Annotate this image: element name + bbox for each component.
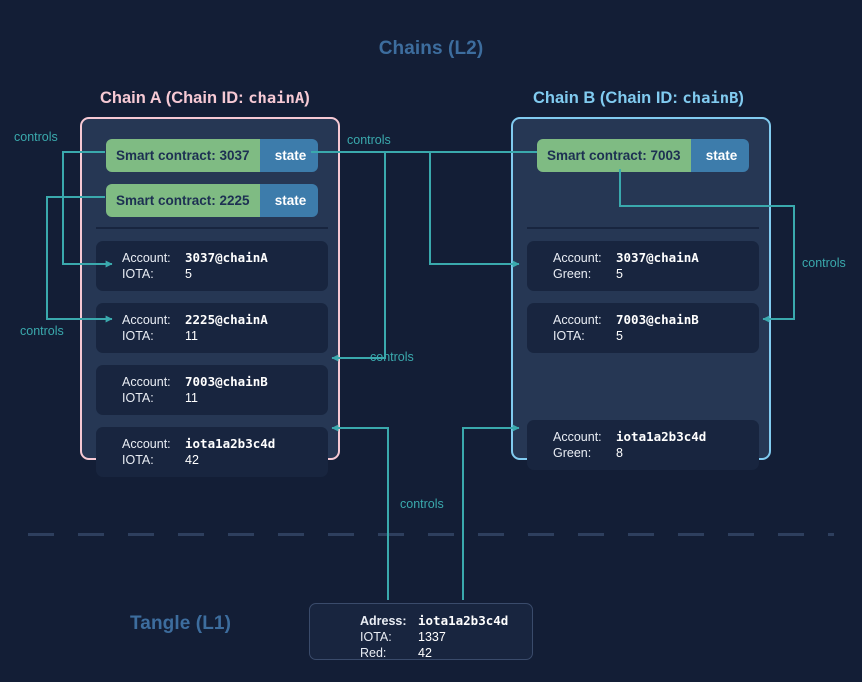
account-card: Account: iota1a2b3c4d IOTA: 42 — [96, 427, 328, 477]
account-row: IOTA: 11 — [122, 328, 328, 344]
controls-edge-label: controls — [802, 256, 846, 270]
contract-state-button[interactable]: state — [259, 139, 318, 172]
iota-key-label: IOTA: — [360, 630, 392, 644]
controls-edge-label: controls — [370, 350, 414, 364]
chain-a-contract-3037[interactable]: Smart contract: 3037 state — [106, 139, 318, 172]
account-card: Account: 3037@chainA Green: 5 — [527, 241, 759, 291]
balance-value: 42 — [185, 453, 199, 467]
chain-b-title-prefix: Chain B (Chain ID: — [533, 89, 683, 107]
iota-balance-row: IOTA: 1337 — [360, 629, 532, 645]
wire-l1-to-chaina-account — [331, 424, 389, 600]
layer-separator-dashed-line — [28, 533, 834, 536]
chain-a-title-prefix: Chain A (Chain ID: — [100, 89, 249, 107]
account-row: Account: iota1a2b3c4d — [553, 429, 759, 445]
account-row: Account: 3037@chainA — [553, 250, 759, 266]
account-key-label: Account: — [553, 430, 602, 444]
balance-key-label: IOTA: — [122, 329, 154, 343]
account-row: Green: 5 — [553, 266, 759, 282]
contract-state-button[interactable]: state — [690, 139, 749, 172]
account-card: Account: 3037@chainA IOTA: 5 — [96, 241, 328, 291]
account-id-value: 7003@chainB — [616, 312, 699, 327]
balance-key-label: IOTA: — [122, 453, 154, 467]
contract-name-label: Smart contract: 2225 — [106, 184, 260, 217]
account-id-value: 3037@chainA — [185, 250, 268, 265]
chain-a-panel-divider — [96, 227, 328, 229]
account-card: Account: iota1a2b3c4d Green: 8 — [527, 420, 759, 470]
account-id-value: iota1a2b3c4d — [185, 436, 276, 451]
account-key-label: Account: — [122, 251, 171, 265]
tangle-address-card: Adress: iota1a2b3c4d IOTA: 1337 Red: 42 — [309, 603, 533, 660]
address-key-label: Adress: — [360, 614, 407, 628]
chain-b-panel: Smart contract: 7003 state Account: 3037… — [511, 117, 771, 470]
chain-b-panel-divider — [527, 227, 759, 229]
account-card: Account: 7003@chainB IOTA: 5 — [527, 303, 759, 353]
chain-b-id: chainB — [682, 89, 739, 107]
chain-b-title: Chain B (Chain ID: chainB) — [533, 89, 744, 108]
red-balance-row: Red: 42 — [360, 645, 532, 661]
balance-key-label: IOTA: — [553, 329, 585, 343]
account-row: Account: 7003@chainB — [553, 312, 759, 328]
red-balance-value: 42 — [418, 646, 432, 660]
account-card: Account: 2225@chainA IOTA: 11 — [96, 303, 328, 353]
account-row: Green: 8 — [553, 445, 759, 461]
chain-a-title-suffix: ) — [304, 89, 310, 107]
account-id-value: iota1a2b3c4d — [616, 429, 707, 444]
balance-value: 5 — [185, 267, 192, 281]
balance-value: 11 — [185, 329, 198, 343]
balance-value: 8 — [616, 446, 623, 460]
contract-state-button[interactable]: state — [259, 184, 318, 217]
account-id-value: 7003@chainB — [185, 374, 268, 389]
account-key-label: Account: — [553, 251, 602, 265]
account-card: Account: 7003@chainB IOTA: 11 — [96, 365, 328, 415]
chain-a-account-list: Account: 3037@chainA IOTA: 5 Account: 22… — [96, 241, 328, 489]
chain-a-contract-list: Smart contract: 3037 state Smart contrac… — [106, 139, 318, 229]
balance-value: 5 — [616, 267, 623, 281]
account-row: Account: 2225@chainA — [122, 312, 328, 328]
wire-a-3037-to-chainb-account — [311, 151, 520, 268]
red-key-label: Red: — [360, 646, 387, 660]
account-key-label: Account: — [122, 313, 171, 327]
controls-edge-label: controls — [14, 130, 58, 144]
iota-balance-value: 1337 — [418, 630, 446, 644]
chain-b-contract-7003[interactable]: Smart contract: 7003 state — [537, 139, 749, 172]
contract-name-label: Smart contract: 7003 — [537, 139, 691, 172]
address-value: iota1a2b3c4d — [418, 613, 509, 628]
account-key-label: Account: — [553, 313, 602, 327]
tangle-l1-title: Tangle (L1) — [130, 613, 232, 634]
controls-edge-label: controls — [400, 497, 444, 511]
account-key-label: Account: — [122, 375, 171, 389]
account-key-label: Account: — [122, 437, 171, 451]
account-list-spacer — [527, 365, 759, 420]
account-row: Account: 7003@chainB — [122, 374, 328, 390]
balance-key-label: IOTA: — [122, 391, 154, 405]
balance-value: 11 — [185, 391, 198, 405]
chain-b-account-list: Account: 3037@chainA Green: 5 Account: 7… — [527, 241, 759, 482]
chains-l2-title: Chains (L2) — [378, 38, 484, 59]
wire-b-7003-to-chaina-account — [331, 151, 537, 362]
chain-a-id: chainA — [248, 89, 305, 107]
chain-b-title-suffix: ) — [738, 89, 744, 107]
balance-value: 5 — [616, 329, 623, 343]
account-id-value: 3037@chainA — [616, 250, 699, 265]
balance-key-label: IOTA: — [122, 267, 154, 281]
balance-key-label: Green: — [553, 446, 592, 460]
contract-name-label: Smart contract: 3037 — [106, 139, 260, 172]
chain-b-contract-list: Smart contract: 7003 state — [537, 139, 749, 184]
account-row: Account: 3037@chainA — [122, 250, 328, 266]
chain-a-title: Chain A (Chain ID: chainA) — [100, 89, 310, 108]
chain-a-panel: Smart contract: 3037 state Smart contrac… — [80, 117, 340, 477]
account-id-value: 2225@chainA — [185, 312, 268, 327]
controls-edge-label: controls — [20, 324, 64, 338]
chain-a-contract-2225[interactable]: Smart contract: 2225 state — [106, 184, 318, 217]
account-row: IOTA: 11 — [122, 390, 328, 406]
account-row: IOTA: 5 — [122, 266, 328, 282]
account-row: IOTA: 5 — [553, 328, 759, 344]
balance-key-label: Green: — [553, 267, 592, 281]
account-row: IOTA: 42 — [122, 452, 328, 468]
address-row: Adress: iota1a2b3c4d — [360, 613, 532, 629]
controls-edge-label: controls — [347, 133, 391, 147]
account-row: Account: iota1a2b3c4d — [122, 436, 328, 452]
